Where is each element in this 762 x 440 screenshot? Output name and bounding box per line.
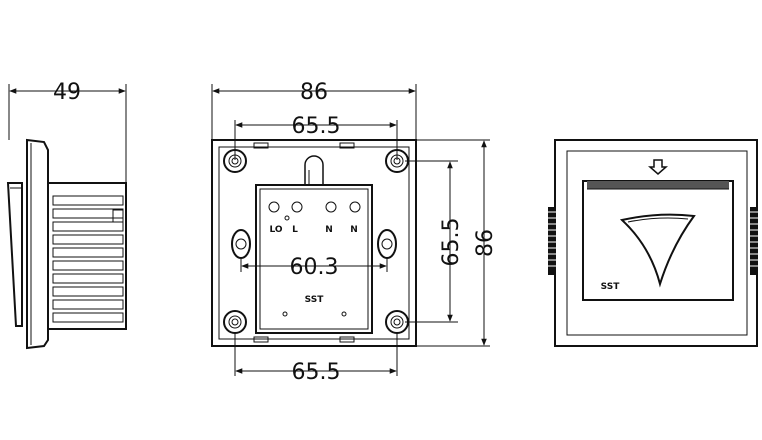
terminal-label-l: L (292, 225, 298, 235)
hole-spacing-bottom-label: 65.5 (292, 360, 341, 385)
terminal-label-n2: N (350, 225, 358, 235)
side-hole-right (377, 229, 397, 259)
screw-hole-top-left (223, 149, 247, 173)
back-brand-label: SST (305, 295, 325, 305)
frame-notch (339, 142, 355, 149)
card-symbol-icon (619, 213, 696, 288)
front-view: SST (548, 139, 758, 347)
hole-spacing-vertical-label: 65.5 (439, 218, 464, 267)
left-grip (548, 207, 556, 275)
frame-notch (253, 142, 269, 149)
back-inner-frame (218, 146, 410, 340)
frame-notch (339, 336, 355, 343)
right-grip (750, 207, 758, 275)
back-width-label: 86 (300, 80, 328, 105)
height-label: 86 (473, 229, 498, 257)
side-view: 49 (6, 80, 127, 350)
card-symbol-inner (627, 217, 689, 223)
side-hole-left (231, 229, 251, 259)
back-outer-frame (211, 139, 417, 347)
terminal-block (255, 184, 373, 334)
back-view: 86 65.5 (211, 80, 498, 385)
terminal-label-n1: N (325, 225, 333, 235)
pcb-dot (341, 311, 347, 317)
side-rear-body (47, 182, 127, 330)
card-slot-opening (587, 181, 729, 189)
side-hole-spacing-label: 60.3 (290, 255, 339, 280)
screw-hole-bottom-right (385, 310, 409, 334)
terminal-screws (268, 201, 361, 221)
front-outer-frame (554, 139, 758, 347)
pcb-dot (282, 311, 288, 317)
front-brand-label: SST (601, 282, 621, 292)
hole-spacing-top-label: 65.5 (292, 114, 341, 139)
terminal-block-inner (259, 188, 369, 330)
wire-hook (304, 155, 324, 185)
frame-notch (253, 336, 269, 343)
side-front-plate (26, 138, 49, 350)
side-vent-slots (52, 195, 124, 323)
screw-hole-bottom-left (223, 310, 247, 334)
side-depth-label: 49 (53, 80, 81, 105)
insert-arrow-icon (648, 159, 668, 175)
terminal-label-lo: LO (269, 225, 282, 235)
side-card-edge (6, 182, 23, 327)
front-inner-frame (566, 150, 748, 336)
